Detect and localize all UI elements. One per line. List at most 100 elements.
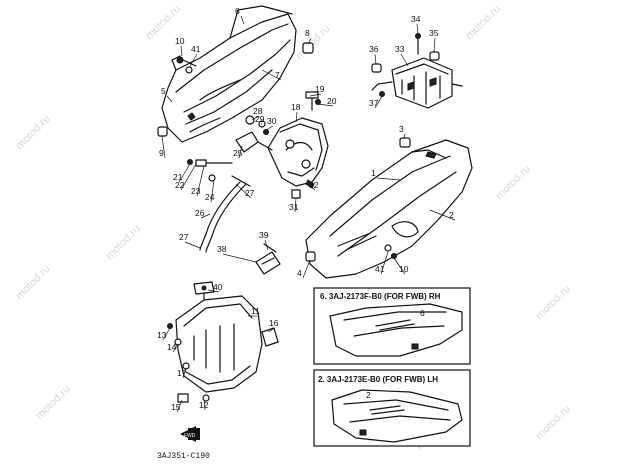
fwd-arrow-icon: FWD	[180, 426, 200, 442]
bolts-21-24	[187, 159, 233, 182]
leader-line-30	[429, 209, 456, 221]
leader-line-21	[294, 197, 297, 213]
watermark-text: motod.ru	[14, 263, 53, 302]
fastener-8	[302, 42, 314, 54]
callout-18: 18	[291, 102, 301, 112]
air-intake-18	[267, 117, 329, 189]
bolt-19-20	[305, 91, 321, 111]
watermark-text: motod.ru	[294, 23, 333, 62]
callout-12: 12	[199, 400, 209, 410]
inset-callout-0: 6	[420, 308, 425, 318]
callout-40: 40	[213, 282, 223, 292]
leader-line-14	[178, 163, 191, 183]
callout-28: 28	[253, 106, 263, 116]
callout-13: 13	[157, 330, 167, 340]
leader-line-15	[180, 163, 197, 191]
callout-14: 14	[167, 342, 177, 352]
watermark-text: motod.ru	[534, 283, 573, 322]
leader-line-36	[207, 289, 220, 293]
fastener-4	[305, 251, 316, 262]
callout-1: 1	[371, 168, 376, 178]
leader-line-2	[180, 45, 183, 57]
bracket-assembly-33	[371, 57, 463, 109]
callout-25: 25	[233, 148, 243, 158]
leader-line-8	[317, 103, 334, 107]
leader-line-23	[416, 23, 419, 35]
inset-title-1: 2. 3AJ-2173E-B0 (FOR FWB) LH	[318, 375, 438, 384]
watermark-layer: motod.ru motod.ru motod.ru motod.ru motod.ru…	[14, 3, 573, 452]
watermark-text: motod.ru	[34, 383, 73, 422]
leader-line-42	[176, 399, 183, 413]
leader-line-16	[196, 165, 205, 197]
clamp-31	[291, 189, 301, 199]
leader-line-32	[264, 239, 269, 251]
callout-36: 36	[369, 44, 379, 54]
leader-line-35	[393, 257, 406, 275]
callout-26: 26	[195, 208, 205, 218]
leader-line-31	[222, 253, 257, 263]
leader-line-3	[189, 53, 198, 67]
leader-line-41	[182, 367, 187, 379]
leader-line-33	[302, 259, 311, 279]
callout-27: 27	[245, 188, 255, 198]
leader-line-11	[265, 125, 274, 131]
reflector-38-39	[255, 243, 281, 275]
fasteners-34-37	[371, 33, 440, 97]
callout-32: 32	[309, 180, 319, 190]
callout-9: 9	[159, 148, 164, 158]
watermark-text: motod.ru	[494, 163, 533, 202]
inset-box-lh: 2. 3AJ-2173E-B0 (FOR FWB) LH	[313, 369, 471, 447]
inset-callout-1: 2	[366, 390, 371, 400]
leader-line-39	[162, 327, 171, 341]
inset-box-rh: 6. 3AJ-2173F-B0 (FOR FWB) RH	[313, 287, 471, 365]
callout-2: 2	[449, 210, 454, 220]
leader-line-27	[374, 95, 383, 109]
callout-16: 16	[269, 318, 279, 328]
callout-34: 34	[411, 14, 421, 24]
watermark-text: motod.ru	[14, 113, 53, 152]
callout-33: 33	[395, 44, 405, 54]
side-cover-main	[305, 139, 473, 279]
callout-29: 29	[255, 114, 265, 124]
svg-text:FWD: FWD	[184, 433, 196, 439]
leader-line-38	[267, 327, 276, 333]
leader-line-1	[307, 37, 312, 45]
watermark-text: motod.ru	[464, 3, 503, 42]
leader-line-9	[251, 115, 260, 121]
leader-line-29	[376, 177, 401, 181]
callout-8: 8	[305, 28, 310, 38]
leader-line-4	[166, 95, 173, 103]
leader-line-24	[374, 53, 377, 65]
callout-10: 10	[175, 36, 185, 46]
callout-23: 23	[191, 186, 201, 196]
callout-20: 20	[327, 96, 337, 106]
callout-30: 30	[267, 116, 277, 126]
diagram-code: 3AJ351-C190	[157, 452, 210, 461]
side-cover-upper	[161, 5, 297, 143]
fasteners-12-17	[167, 323, 210, 403]
callout-15: 15	[171, 402, 181, 412]
callout-24: 24	[205, 192, 215, 202]
leader-line-13	[238, 145, 243, 159]
hose-26-27	[199, 175, 251, 253]
watermark-text: motod.ru	[534, 403, 573, 442]
leader-line-28	[403, 133, 406, 139]
leader-line-20	[307, 183, 316, 191]
battery-box-11	[175, 281, 263, 393]
leader-line-19	[200, 213, 211, 219]
callout-3: 3	[399, 124, 404, 134]
leader-line-0	[240, 15, 245, 25]
inset-title-0: 6. 3AJ-2173F-B0 (FOR FWB) RH	[320, 292, 441, 301]
callout-17: 17	[177, 368, 187, 378]
callout-38: 38	[217, 244, 227, 254]
leader-line-43	[203, 399, 206, 411]
part-16	[261, 327, 279, 347]
callout-22: 22	[175, 180, 185, 190]
callout-27: 27	[179, 232, 189, 242]
leader-lines	[161, 15, 456, 413]
callout-11: 11	[251, 306, 260, 316]
callout-7: 7	[275, 70, 280, 80]
leader-line-12	[295, 111, 298, 123]
leader-line-40	[172, 343, 179, 353]
